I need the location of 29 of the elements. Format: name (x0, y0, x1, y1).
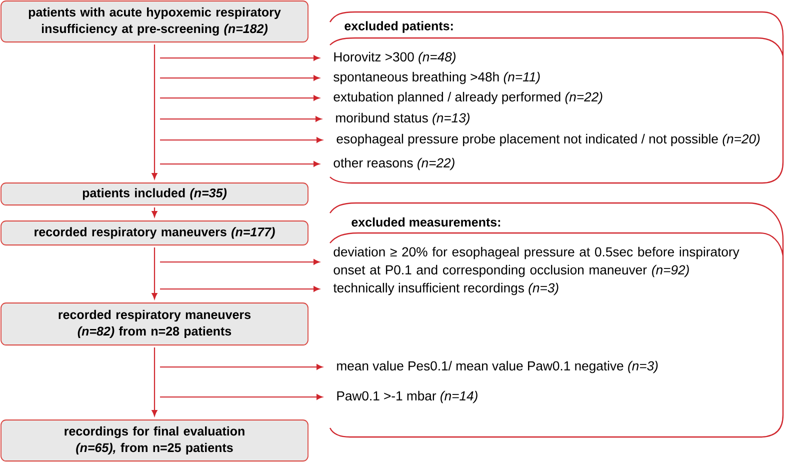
process-box: patients with acute hypoxemic respiratory insufficiency at pre-screening (n=182) (0, 0, 308, 42)
arrow (160, 55, 320, 61)
arrow (160, 394, 323, 400)
exclusion-item: mean value Pes0.1/ mean value Paw0.1 negative (n=3) (337, 360, 658, 374)
exclusion-item: other reasons (n=22) (334, 158, 454, 170)
exclusion-item: extubation planned / already performed (n=22) (334, 92, 602, 104)
arrow (160, 259, 320, 265)
arrow (152, 207, 158, 218)
arrow (152, 247, 158, 300)
arrow (152, 347, 158, 416)
exclusion-item: Horovitz >300 (n=48) (334, 52, 456, 64)
arrow (152, 44, 158, 180)
arrow (160, 116, 322, 122)
process-box: recordings for final evaluation (n=65), from n=25 patients (0, 420, 308, 462)
exclusion-item: technically insufficient recordings (n=3) (333, 282, 558, 296)
exclusion-item: moribund status (n=13) (336, 112, 470, 126)
arrow (160, 95, 320, 101)
arrow (160, 75, 320, 81)
process-box: recorded respiratory maneuvers (n=82) from n=28 patients (0, 302, 308, 346)
exclusion-item: deviation ≥ 20% for esophageal pressure at 0.5sec before inspiratory onset at P0.1 and corresponding occlusion maneuver (n=92) (334, 246, 740, 278)
exclusion-item: spontaneous breathing >48h (n=11) (334, 72, 540, 84)
arrow (160, 137, 323, 143)
arrow (160, 161, 320, 167)
process-box: recorded respiratory maneuvers (n=177) (0, 220, 308, 246)
arrow (160, 364, 323, 370)
exclusion-item: esophageal pressure probe placement not indicated / not possible (n=20) (336, 134, 760, 146)
arrow (160, 286, 320, 292)
process-box: patients included (n=35) (0, 182, 308, 206)
exclusion-item: Paw0.1 >-1 mbar (n=14) (337, 390, 478, 404)
